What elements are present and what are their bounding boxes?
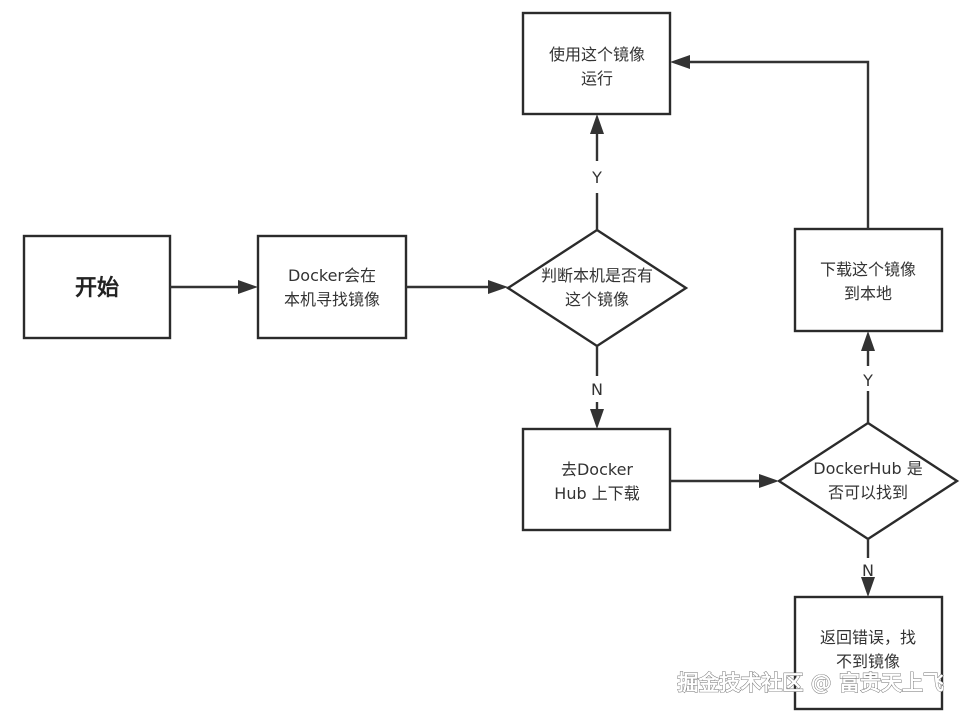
edge-download-to-run: [670, 55, 870, 229]
node-search-local-line2: 本机寻找镜像: [284, 290, 380, 309]
node-decision-local: 判断本机是否有 这个镜像: [505, 228, 689, 348]
node-download-local-line2: 到本地: [844, 284, 892, 303]
node-start-label: 开始: [75, 275, 119, 301]
node-run-image-line1: 使用这个镜像: [549, 45, 645, 64]
node-pull-hub-line2: Hub 上下载: [554, 484, 639, 503]
node-search-local: Docker会在 本机寻找镜像: [256, 234, 408, 340]
edge-search-to-decision: [406, 280, 508, 294]
edge-label-hub-yes: Y: [862, 371, 873, 390]
node-decision-local-line2: 这个镜像: [565, 290, 629, 309]
node-decision-hub: DockerHub 是 否可以找到: [776, 421, 960, 541]
node-pull-hub: 去Docker Hub 上下载: [521, 427, 672, 532]
node-decision-hub-line2: 否可以找到: [828, 483, 908, 502]
edge-label-hub-no: N: [862, 561, 874, 580]
edge-decision-hub-no-to-error: N: [861, 539, 875, 597]
edge-decision-yes-to-run: Y: [590, 114, 604, 230]
node-decision-hub-line1: DockerHub 是: [813, 459, 922, 478]
node-decision-local-line1: 判断本机是否有: [541, 266, 653, 285]
node-run-image: 使用这个镜像 运行: [521, 11, 672, 116]
node-search-local-line1: Docker会在: [288, 266, 376, 285]
node-run-image-line2: 运行: [581, 69, 613, 88]
node-pull-hub-line1: 去Docker: [561, 460, 633, 479]
node-error-line2: 不到镜像: [836, 652, 900, 671]
edge-label-local-yes: Y: [591, 168, 602, 187]
edge-hub-to-decision-hub: [670, 474, 779, 488]
node-error-line1: 返回错误，找: [820, 628, 916, 647]
watermark-text: 掘金技术社区 @ 富贵天上飞: [677, 671, 944, 695]
node-download-local-line1: 下载这个镜像: [820, 260, 916, 279]
edge-decision-no-to-hub: N: [590, 346, 604, 429]
edge-label-local-no: N: [591, 380, 603, 399]
edge-start-to-search: [170, 280, 258, 294]
edge-decision-hub-yes-to-download: Y: [861, 331, 875, 423]
node-download-local: 下载这个镜像 到本地: [793, 227, 944, 333]
node-start: 开始: [22, 234, 172, 340]
node-error: 返回错误，找 不到镜像: [793, 595, 944, 711]
